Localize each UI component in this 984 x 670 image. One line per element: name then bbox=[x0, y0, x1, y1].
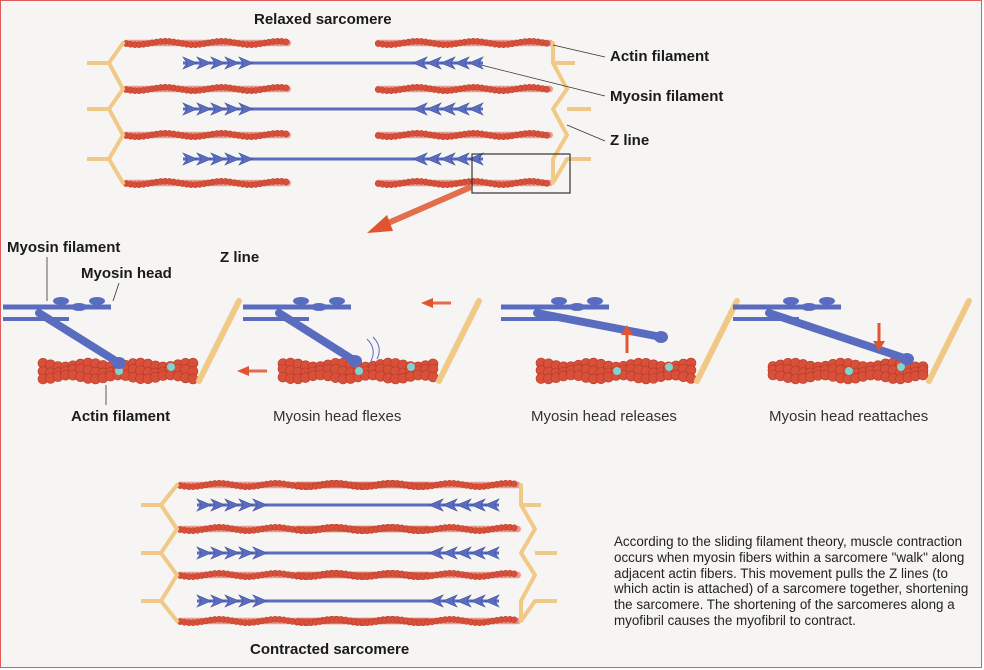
leader-myosin bbox=[480, 64, 606, 97]
leader-myosin-head bbox=[112, 282, 120, 302]
label-z-line-detail: Z line bbox=[220, 249, 260, 266]
step-caption-reattaches: Myosin head reattaches bbox=[769, 408, 929, 425]
label-myosin-head: Myosin head bbox=[81, 265, 172, 282]
relaxed-sarcomere bbox=[87, 37, 606, 194]
label-actin-filament-top: Actin filament bbox=[610, 48, 710, 65]
step-caption-releases: Myosin head releases bbox=[531, 408, 677, 425]
zoom-arrow bbox=[367, 184, 473, 233]
contracted-title: Contracted sarcomere bbox=[250, 641, 410, 658]
cycle-panel-reattaches bbox=[733, 297, 972, 385]
label-z-line-top: Z line bbox=[610, 132, 650, 149]
label-myosin-filament-detail: Myosin filament bbox=[7, 239, 121, 256]
movement-arrow-2 bbox=[421, 298, 451, 308]
label-actin-filament-detail: Actin filament bbox=[71, 408, 171, 425]
cycle-panel-attached bbox=[3, 297, 242, 385]
explanation-text: According to the sliding filament theory… bbox=[614, 534, 969, 628]
label-myosin-filament-top: Myosin filament bbox=[610, 88, 724, 105]
contracted-sarcomere bbox=[141, 479, 557, 627]
step-caption-flexes: Myosin head flexes bbox=[273, 408, 402, 425]
relaxed-title: Relaxed sarcomere bbox=[254, 11, 392, 28]
cycle-panel-releases bbox=[501, 297, 740, 385]
zoom-box bbox=[471, 153, 571, 194]
movement-arrow-1 bbox=[237, 366, 267, 376]
leader-actin bbox=[552, 44, 606, 58]
leader-zline bbox=[566, 124, 606, 142]
cycle-panel-flexes bbox=[243, 297, 482, 385]
